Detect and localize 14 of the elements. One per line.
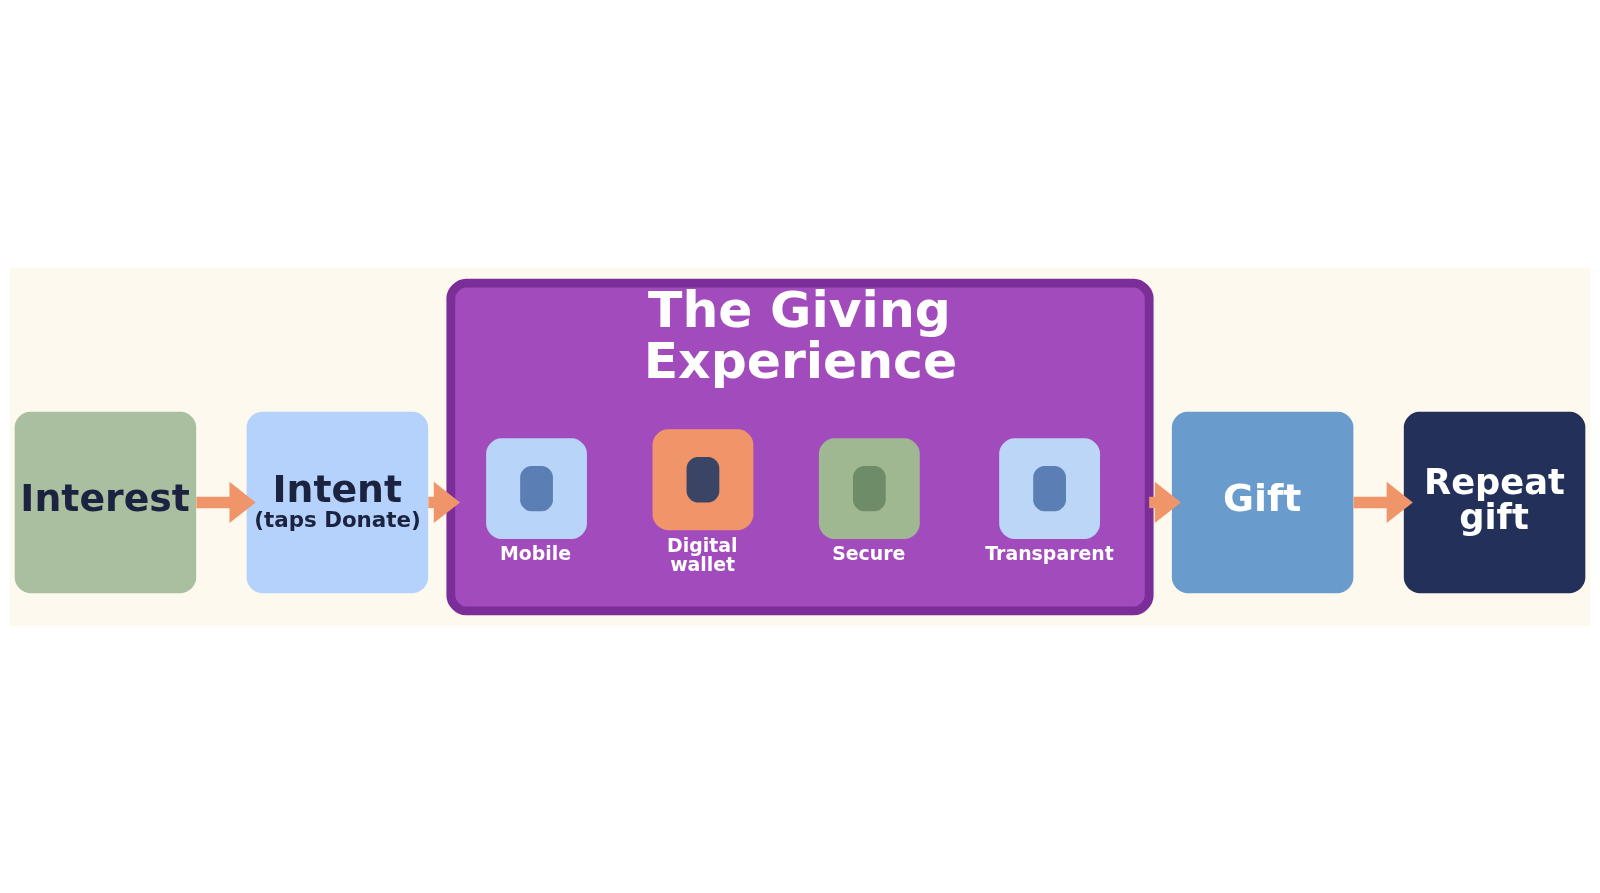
node-box (486, 437, 587, 539)
node-box (818, 437, 920, 539)
node-label: Digital wallet (667, 533, 738, 575)
arrow (196, 481, 256, 523)
node-box: Interest (14, 411, 197, 593)
node-label: Mobile (499, 541, 572, 564)
arrow (1353, 481, 1413, 523)
node-box: Repeat gift (1403, 411, 1586, 593)
node-box: Intent (taps Donate) (246, 411, 429, 593)
node-label: Transparent (985, 541, 1114, 564)
node-label: Secure (832, 541, 906, 564)
node-box: Gift (1171, 411, 1354, 593)
node-box (652, 428, 754, 530)
node-box (999, 437, 1100, 539)
